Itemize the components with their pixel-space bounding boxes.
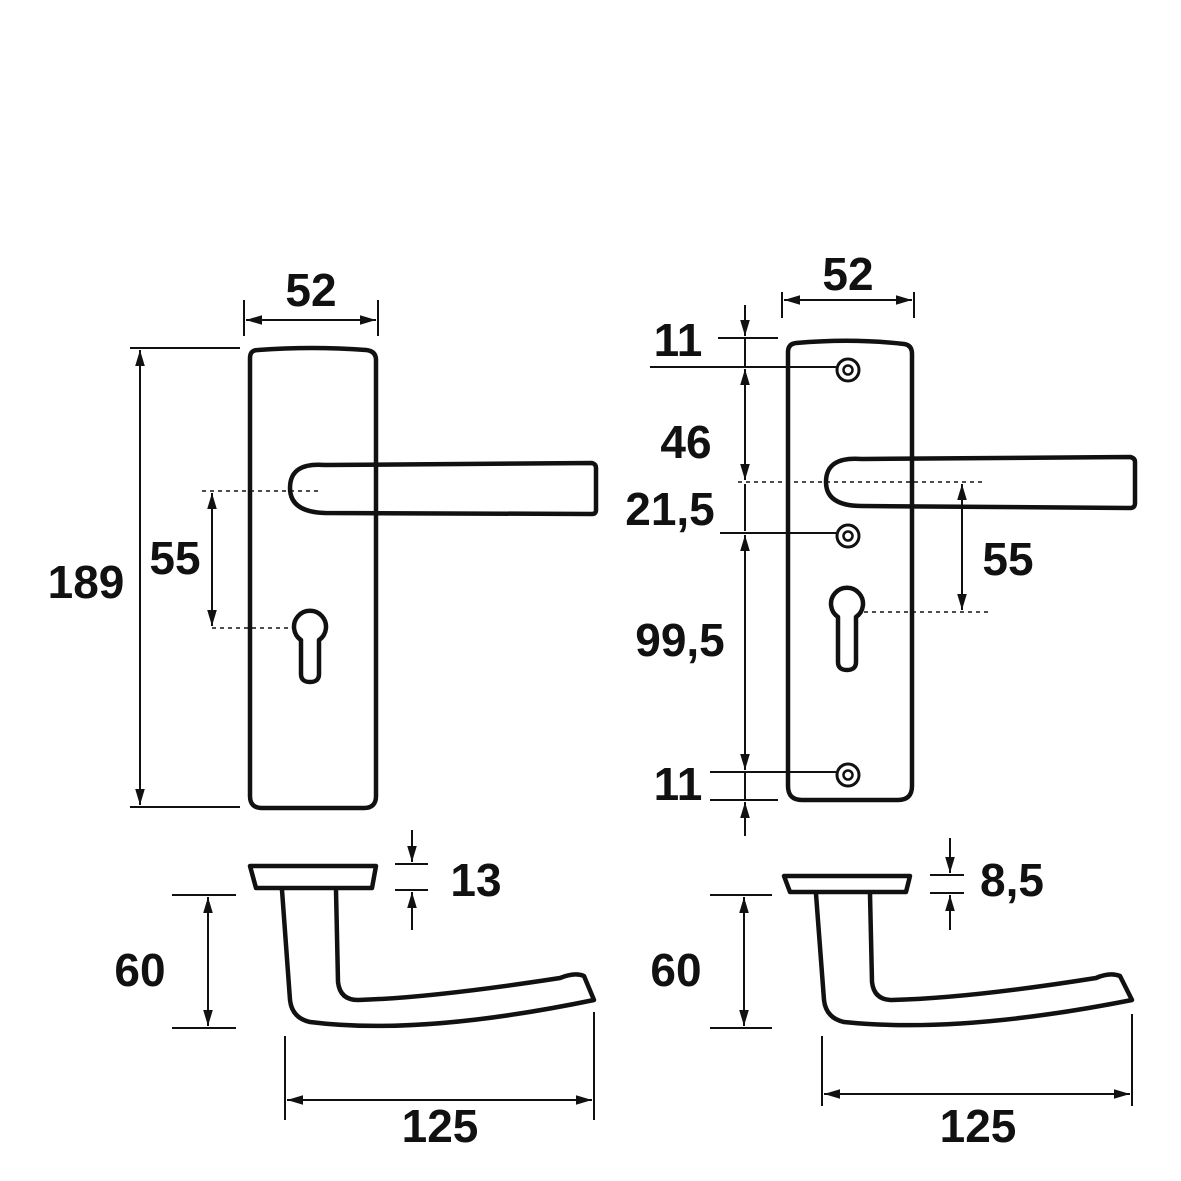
right-lower-gap-label: 99,5: [635, 614, 725, 666]
left-backplate: [247, 345, 379, 811]
right-rose: [781, 873, 913, 895]
left-rose: [247, 863, 379, 891]
right-screw-top: [835, 357, 861, 383]
left-lever-height-label: 60: [114, 944, 165, 996]
right-upper-gap-label: 46: [660, 416, 711, 468]
right-screw-bottom: [835, 762, 861, 788]
left-rose-thickness-label: 13: [450, 854, 501, 906]
right-front-view: 52 11 46 21,5 99,5 11 55: [625, 248, 1138, 836]
left-lever-handle: [287, 460, 599, 517]
right-lever-profile: [813, 891, 1135, 1028]
right-keyhole: [828, 585, 866, 673]
right-backplate: [785, 338, 915, 803]
left-spacing-label: 55: [149, 532, 200, 584]
right-lever-handle: [823, 454, 1138, 511]
left-front-view: 52 189 55: [48, 264, 599, 811]
left-height-label: 189: [48, 556, 125, 608]
left-side-view: 13 60 125: [114, 830, 597, 1152]
left-lever-profile: [279, 887, 597, 1029]
right-top-screw-label: 11: [654, 314, 703, 366]
left-width-label: 52: [285, 264, 336, 316]
right-spacing-label: 55: [982, 533, 1033, 585]
right-side-view: 8,5 60 125: [650, 838, 1135, 1152]
left-lever-length-label: 125: [402, 1100, 479, 1152]
right-lever-height-label: 60: [650, 944, 701, 996]
right-rose-thickness-label: 8,5: [980, 854, 1044, 906]
left-keyhole: [291, 608, 329, 685]
right-screw-middle: [835, 523, 861, 549]
right-width-label: 52: [822, 248, 873, 300]
right-lever-length-label: 125: [940, 1100, 1017, 1152]
right-mid-gap-label: 21,5: [625, 483, 715, 535]
right-bottom-screw-label: 11: [654, 758, 703, 810]
